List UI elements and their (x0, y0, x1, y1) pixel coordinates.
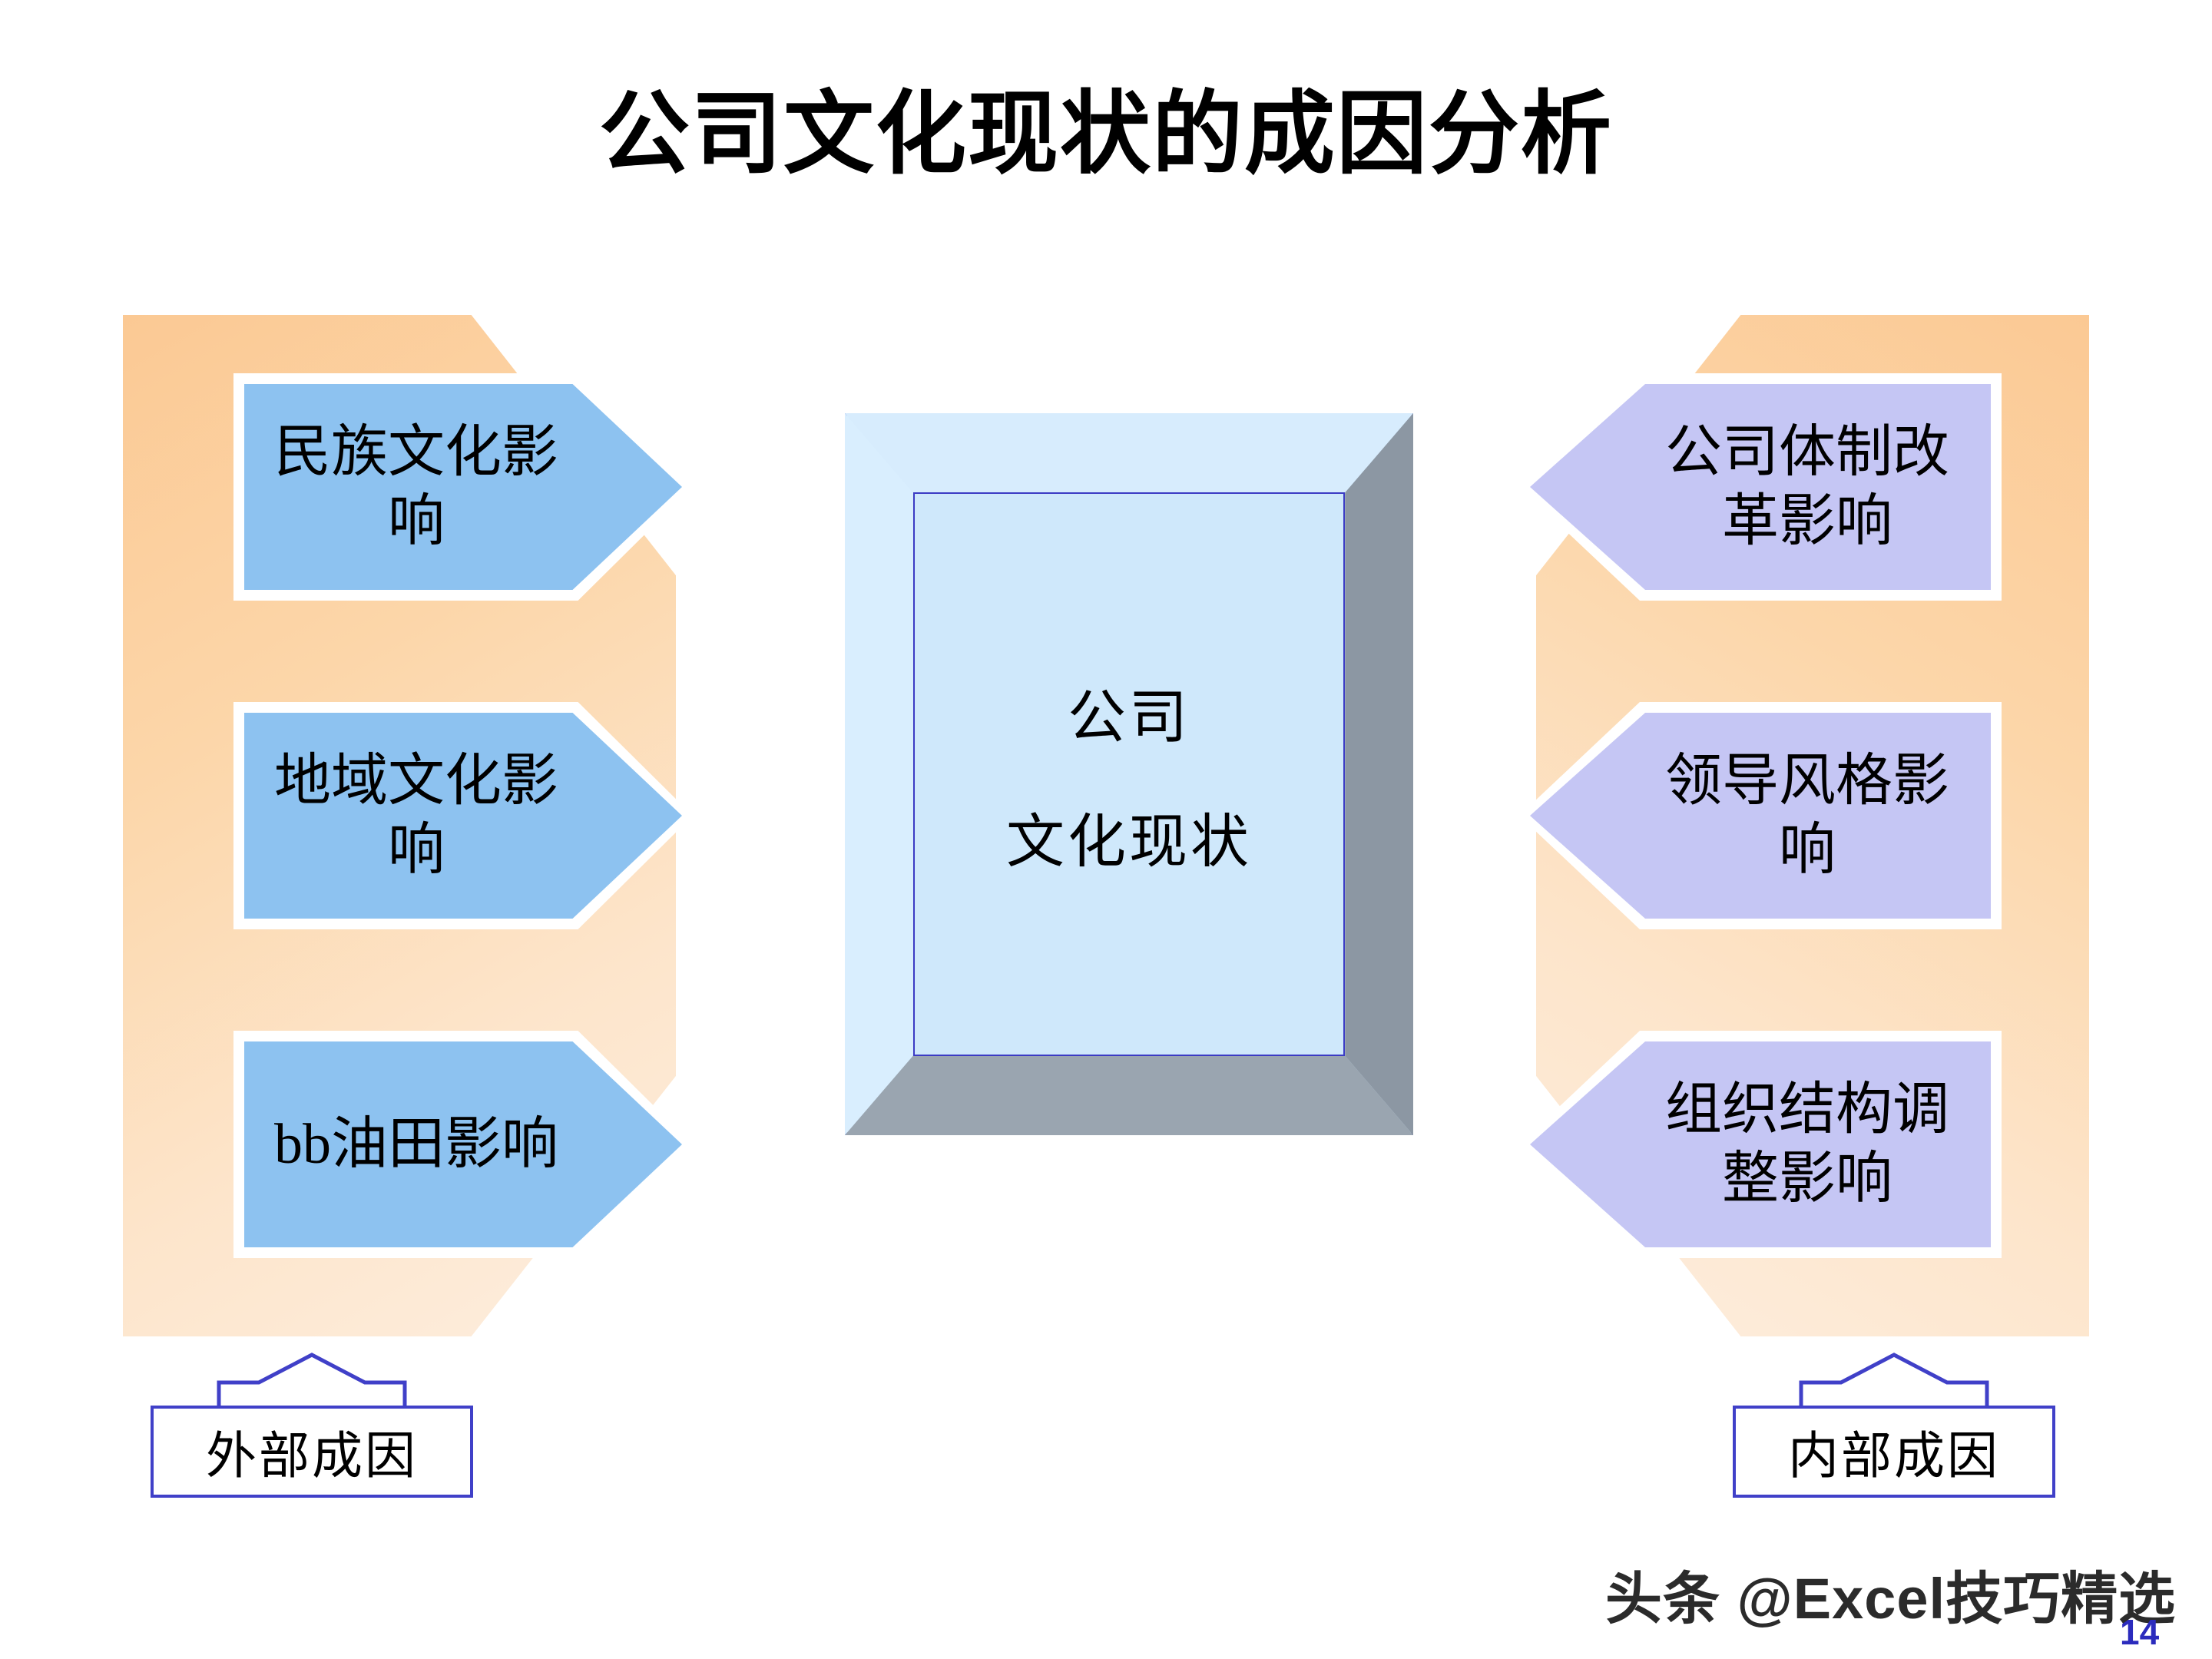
frame-bevel-left (845, 413, 913, 1135)
frame-bevel-right (1345, 413, 1413, 1135)
external-cause-label-2: 地域文化影响 (274, 749, 558, 882)
arrow-shape (244, 384, 682, 590)
internal-cause-label-2: 领导风格影响 (1665, 749, 1949, 882)
internal-causes-callout[interactable]: 内部成因 (1733, 1352, 2055, 1498)
external-cause-arrow-2[interactable]: 地域文化影响 (233, 702, 693, 929)
internal-causes-label: 内部成因 (1788, 1429, 2000, 1485)
watermark-text: 头条 @Excel技巧精选 (1605, 1567, 2177, 1631)
external-causes-box: 外部成因 (151, 1406, 473, 1498)
up-arrow-icon (216, 1352, 408, 1412)
page-number: 14 (2120, 1612, 2160, 1652)
external-causes-label: 外部成因 (206, 1429, 418, 1485)
external-cause-arrow-3[interactable]: bb油田影响 (233, 1031, 693, 1258)
internal-cause-arrow-3[interactable]: 组织结构调整影响 (1519, 1031, 2002, 1258)
external-causes-callout[interactable]: 外部成因 (151, 1352, 473, 1498)
external-cause-arrow-1[interactable]: 民族文化影响 (233, 373, 693, 601)
up-arrow-icon (1798, 1352, 1990, 1412)
external-cause-label-1: 民族文化影响 (274, 420, 558, 553)
frame-inner-face: 公司 文化现状 (912, 492, 1346, 1056)
internal-cause-label-1: 公司体制改革影响 (1665, 420, 1949, 553)
frame-bevel-bottom (845, 1055, 1413, 1135)
arrow-shape (1530, 384, 1991, 590)
frame-bevel-top (845, 413, 1413, 493)
external-cause-label-3: bb油田影响 (274, 1112, 558, 1176)
company-culture-frame[interactable]: 公司 文化现状 (845, 413, 1413, 1135)
center-label-line1: 公司 (1068, 685, 1190, 750)
internal-cause-arrow-2[interactable]: 领导风格影响 (1519, 702, 2002, 929)
internal-causes-box: 内部成因 (1733, 1406, 2055, 1498)
internal-cause-arrow-1[interactable]: 公司体制改革影响 (1519, 373, 2002, 601)
center-label-line2: 文化现状 (1006, 810, 1252, 875)
page-title: 公司文化现状的成因分析 (598, 84, 1613, 185)
internal-cause-label-3: 组织结构调整影响 (1665, 1078, 1949, 1210)
